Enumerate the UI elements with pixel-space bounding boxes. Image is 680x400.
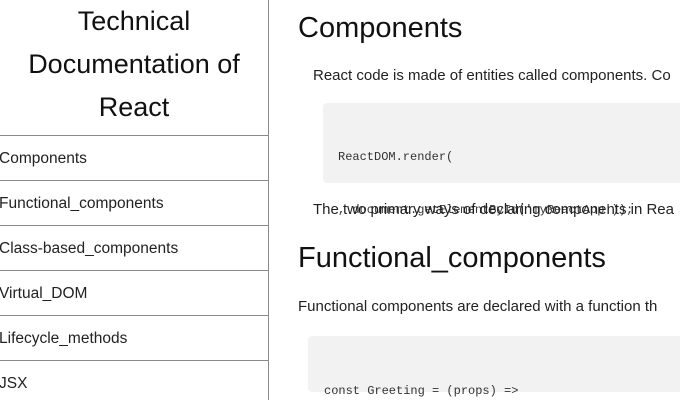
section-paragraph: Functional components are declared with … <box>298 298 658 315</box>
code-line: ReactDOM.render( <box>338 150 454 164</box>
section-paragraph: The two primary ways of declaring compon… <box>313 201 674 218</box>
code-block: ReactDOM.render( , document.getElementBy… <box>323 103 680 217</box>
nav-list-item: Components <box>0 136 268 181</box>
nav-link-lifecycle-methods[interactable]: Lifecycle_methods <box>0 316 268 361</box>
nav-link-class-based-components[interactable]: Class-based_components <box>0 226 268 271</box>
nav-list-item: Virtual_DOM <box>0 271 268 316</box>
main-doc: Components React code is made of entitie… <box>298 0 680 400</box>
code-block: const Greeting = (props) => <box>308 336 680 398</box>
nav-list-item: Lifecycle_methods <box>0 316 268 361</box>
code-line: , document.getElementById('myReactApp'))… <box>338 203 634 217</box>
nav-list-item: Functional_components <box>0 181 268 226</box>
section-title: Functional_components <box>298 242 606 274</box>
nav-title: Technical Documentation of React <box>28 6 240 122</box>
nav-link-components[interactable]: Components <box>0 136 268 181</box>
nav-link-jsx[interactable]: JSX <box>0 361 268 400</box>
nav-header: Technical Documentation of React <box>0 0 268 136</box>
nav-link-functional-components[interactable]: Functional_components <box>0 181 268 226</box>
nav-list: Components Functional_components Class-b… <box>0 136 268 400</box>
nav-list-item: JSX <box>0 361 268 400</box>
code-line: const Greeting = (props) => <box>324 384 519 398</box>
section-title: Components <box>298 12 463 44</box>
section-paragraph: React code is made of entities called co… <box>313 67 671 84</box>
navbar: Technical Documentation of React Compone… <box>0 0 269 400</box>
nav-list-item: Class-based_components <box>0 226 268 271</box>
nav-link-virtual-dom[interactable]: Virtual_DOM <box>0 271 268 316</box>
